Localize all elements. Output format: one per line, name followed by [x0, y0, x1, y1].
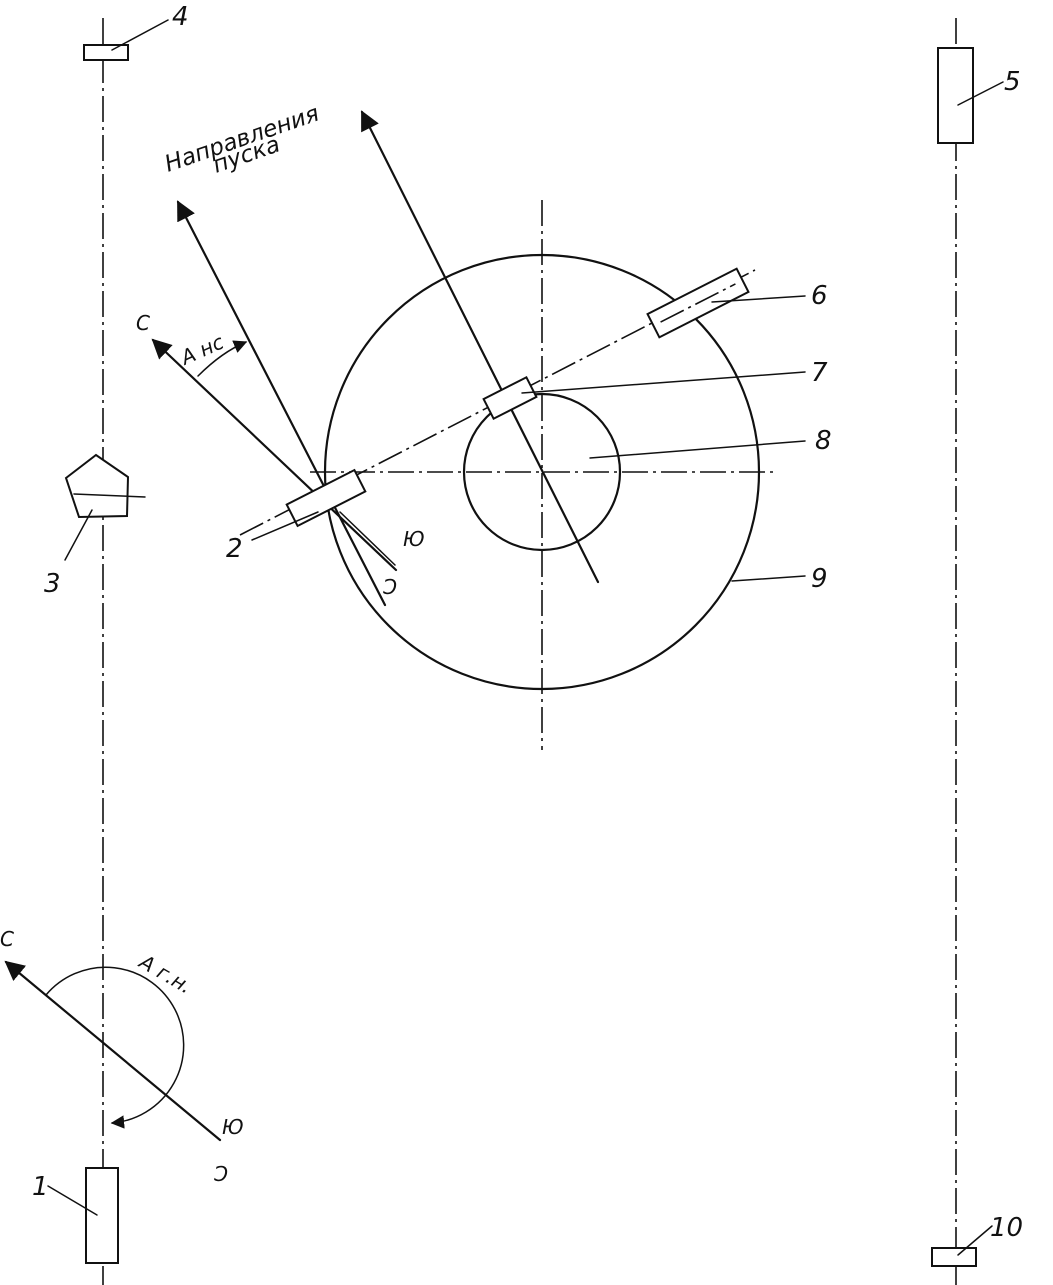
box-10: [931, 1247, 977, 1267]
pentagon-3-line: [73, 493, 146, 498]
north-label-bottom: С: [0, 927, 14, 951]
north-south-line-upper: [151, 338, 398, 572]
azimuth-launcher-label: А нс: [175, 330, 227, 371]
leader-1: [47, 1185, 98, 1216]
number-6: 6: [811, 281, 828, 311]
leader-3: [64, 509, 93, 561]
launch-direction-arrow-outer: [176, 200, 387, 607]
leader-10: [957, 1225, 993, 1256]
leader-4: [111, 19, 169, 51]
number-8: 8: [815, 426, 832, 456]
number-10: 10: [990, 1213, 1023, 1243]
south-label-lower: Ю: [222, 1115, 244, 1139]
number-1: 1: [32, 1172, 49, 1202]
leader-9: [731, 575, 806, 582]
leader-2: [251, 511, 319, 541]
azimuth-gyro-label: А г.н.: [134, 949, 197, 999]
number-3: 3: [44, 569, 61, 599]
gyro-north-south-line: [4, 960, 222, 1142]
north-label-top: С: [136, 311, 150, 335]
inner-circle-8: [462, 392, 622, 552]
leader-8: [589, 440, 806, 459]
box-6: [646, 267, 750, 339]
box-1: [85, 1167, 119, 1264]
north-mark-upper: С: [383, 574, 397, 598]
number-9: 9: [811, 564, 828, 594]
number-2: 2: [226, 534, 243, 564]
box-7: [482, 375, 538, 421]
leader-7: [521, 371, 806, 394]
azimuth-arc-gyro: [45, 966, 185, 1129]
north-mark-lower: С: [214, 1161, 228, 1185]
leader-5: [957, 81, 1004, 106]
azimuth-arc-upper: [197, 340, 248, 377]
number-4: 4: [172, 2, 189, 32]
box-2: [285, 468, 367, 528]
box-5: [937, 47, 974, 144]
leader-south-upper: [339, 511, 396, 566]
leader-6: [711, 295, 806, 303]
box-4: [83, 44, 129, 61]
pentagon-3: [64, 453, 130, 519]
number-7: 7: [811, 358, 828, 388]
launch-direction-arrow-inner: [360, 110, 600, 584]
south-label-upper: Ю: [403, 527, 425, 551]
number-5: 5: [1004, 67, 1021, 97]
